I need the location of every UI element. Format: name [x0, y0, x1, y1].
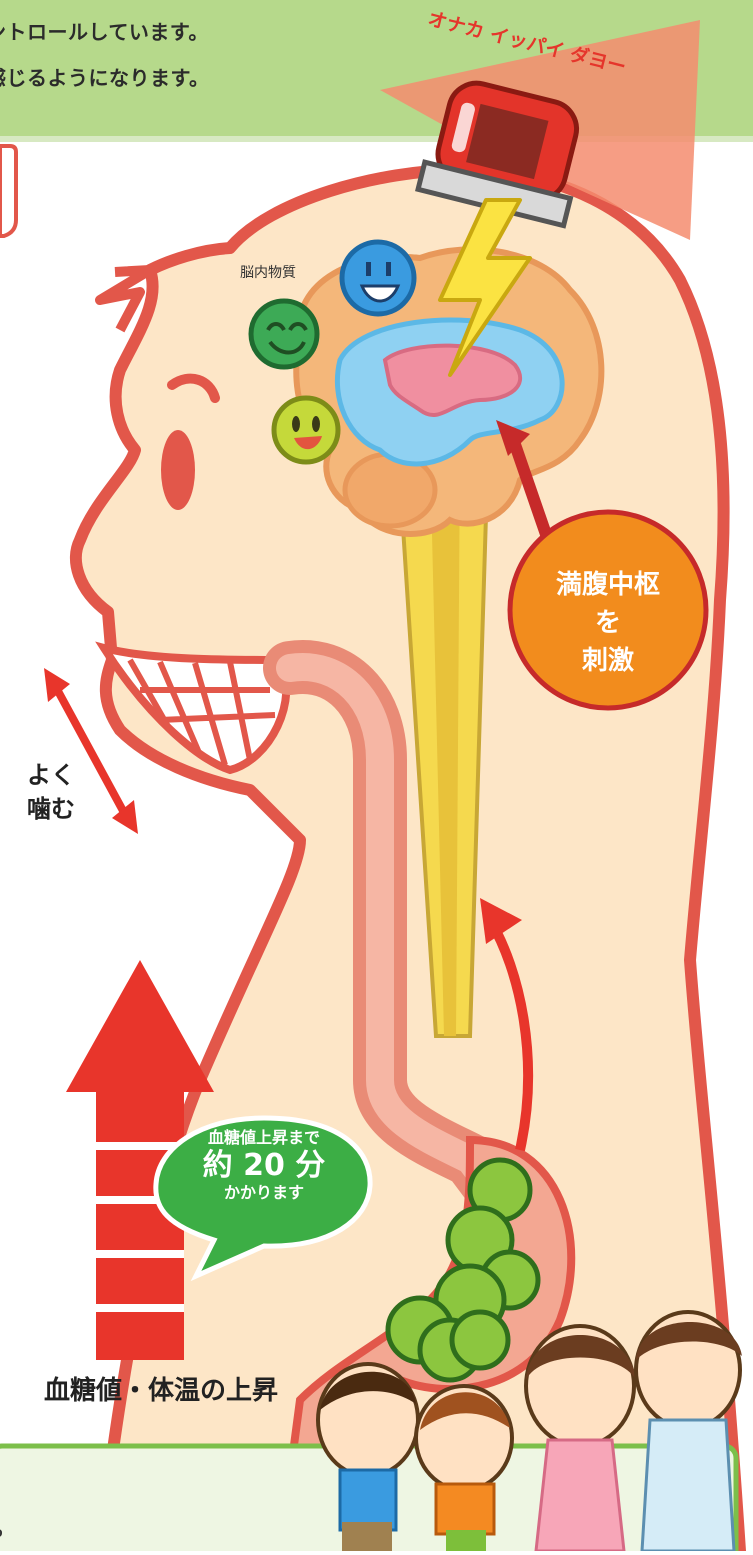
- green-character-icon: [251, 301, 317, 367]
- chew-line-2: 噛む: [16, 792, 86, 826]
- satiety-center-label: 満腹中枢 を 刺激: [510, 566, 706, 680]
- eye: [161, 430, 195, 510]
- yellow-character-icon: [274, 398, 338, 462]
- blue-character-icon: [342, 242, 414, 314]
- chew-label: よく 噛む: [16, 758, 86, 826]
- left-box-edge: [0, 146, 16, 236]
- satiety-line-3: 刺激: [510, 642, 706, 680]
- banner-line-1: ントロールしています。: [0, 16, 209, 45]
- bubble-line-3: かかります: [158, 1183, 370, 1203]
- speech-bubble-text: 血糖値上昇まで 約 20 分 かかります: [158, 1127, 370, 1203]
- bottom-frame-text: 。: [0, 1510, 16, 1542]
- chew-line-1: よく: [16, 758, 86, 792]
- satiety-line-1: 満腹中枢: [510, 566, 706, 604]
- rise-label: 血糖値・体温の上昇: [44, 1370, 278, 1407]
- satiety-line-2: を: [510, 604, 706, 642]
- banner-line-2: 感じるようになります。: [0, 62, 210, 91]
- bubble-line-2: 約 20 分: [158, 1149, 370, 1183]
- father-character-icon: [636, 1312, 742, 1551]
- bubble-line-1: 血糖値上昇まで: [158, 1127, 370, 1149]
- brain-chemicals-label: 脳内物質: [240, 262, 296, 282]
